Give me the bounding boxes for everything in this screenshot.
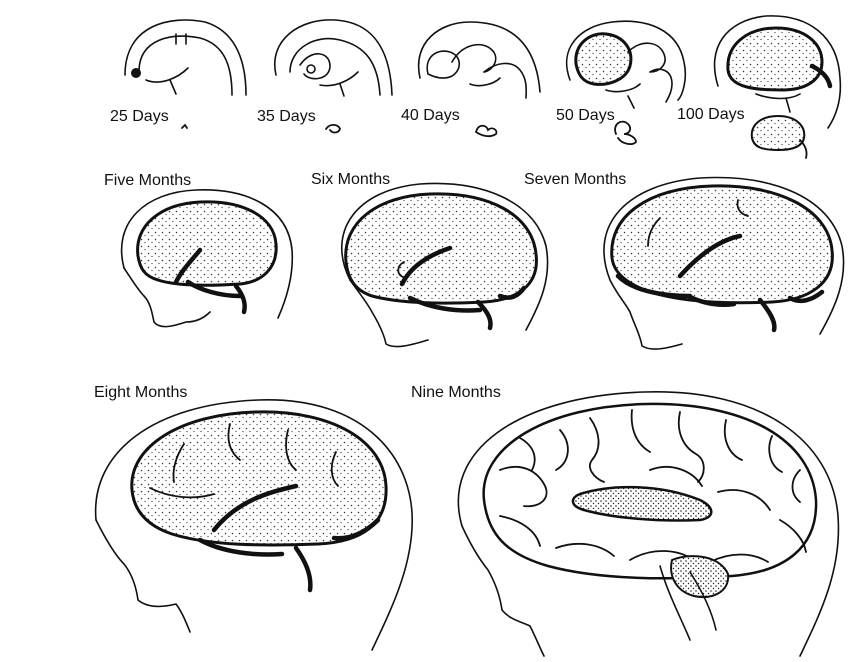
face-profile: [349, 279, 429, 348]
actual-size-mark: [325, 123, 341, 134]
stage-five-months: Five Months: [104, 172, 294, 328]
lateral-sulcus: [571, 485, 713, 522]
gyri: [499, 409, 807, 553]
actual-size-mark: [181, 123, 188, 129]
insula: [397, 261, 407, 279]
stage-seven-months: Seven Months: [524, 171, 845, 350]
frontal-sulcus: [647, 217, 661, 247]
stage-25-days: 25 Days: [110, 19, 247, 129]
face-profile: [95, 519, 191, 633]
face-lines: [755, 93, 801, 113]
forebrain: [299, 53, 331, 80]
face-profile: [609, 279, 683, 350]
brainstem: [185, 279, 247, 315]
label-50-days: 50 Days: [556, 107, 615, 124]
lateral-sulcus: [677, 233, 743, 279]
actual-size-mark: [614, 120, 637, 145]
embryo-outline: [273, 19, 393, 96]
face-lines: [605, 83, 641, 109]
central-sulcus: [736, 199, 749, 217]
neural-tube: [289, 37, 381, 96]
hindbrain: [483, 62, 528, 99]
face-profile: [461, 525, 545, 657]
stage-eight-months: Eight Months: [94, 384, 413, 651]
stage-nine-months: Nine Months: [411, 384, 840, 657]
actual-size-brain: [750, 115, 806, 151]
label-40-days: 40 Days: [401, 107, 460, 124]
label-35-days: 35 Days: [257, 108, 316, 125]
actual-size-mark: [475, 124, 498, 138]
label-six-months: Six Months: [311, 171, 390, 188]
head-outline: [94, 399, 413, 651]
neural-tube: [138, 35, 233, 96]
brainstem: [659, 565, 717, 641]
cerebellum-edge: [809, 63, 833, 89]
stage-40-days: 40 Days: [401, 21, 541, 138]
head-outline: [341, 182, 549, 331]
lateral-sulcus: [399, 245, 453, 287]
head-outline: [457, 391, 840, 657]
actual-size-stem: [799, 139, 808, 159]
embryo-outline: [124, 19, 247, 96]
lateral-sulcus: [173, 247, 203, 285]
label-eight-months: Eight Months: [94, 384, 187, 401]
head-outline: [713, 15, 842, 129]
temporal-gyri: [499, 515, 769, 563]
brainstem: [615, 273, 825, 333]
face-profile: [123, 267, 211, 328]
brainstem: [197, 517, 381, 593]
embryo-outline: [417, 21, 541, 93]
head-outline: [120, 189, 294, 319]
arch-lines: [319, 71, 359, 97]
label-five-months: Five Months: [104, 172, 191, 189]
label-nine-months: Nine Months: [411, 384, 501, 401]
midbrain: [627, 42, 666, 73]
head-outline: [603, 176, 845, 335]
forebrain: [574, 32, 633, 86]
cerebrum: [136, 200, 278, 287]
forebrain: [426, 50, 461, 79]
stage-35-days: 35 Days: [257, 19, 393, 134]
label-seven-months: Seven Months: [524, 171, 626, 188]
midbrain: [451, 43, 497, 73]
forebrain-bud: [131, 68, 141, 78]
stage-six-months: Six Months: [311, 171, 549, 348]
optic-cup: [306, 64, 316, 74]
cerebrum: [130, 410, 388, 547]
stage-100-days: 100 Days: [677, 15, 842, 159]
brainstem: [407, 285, 527, 331]
arch-lines: [469, 77, 501, 87]
arch-lines: [145, 67, 189, 95]
cerebrum: [726, 26, 824, 92]
hindbrain: [649, 68, 673, 103]
label-25-days: 25 Days: [110, 108, 169, 125]
temporal-sulcus: [149, 487, 215, 499]
embryo-outline: [565, 20, 687, 101]
cerebrum: [344, 192, 538, 305]
stage-50-days: 50 Days: [556, 20, 687, 145]
neural-folds: [175, 33, 187, 45]
lateral-sulcus: [211, 483, 299, 533]
label-100-days: 100 Days: [677, 106, 745, 123]
cerebellum: [670, 555, 730, 598]
sulci: [172, 423, 339, 487]
